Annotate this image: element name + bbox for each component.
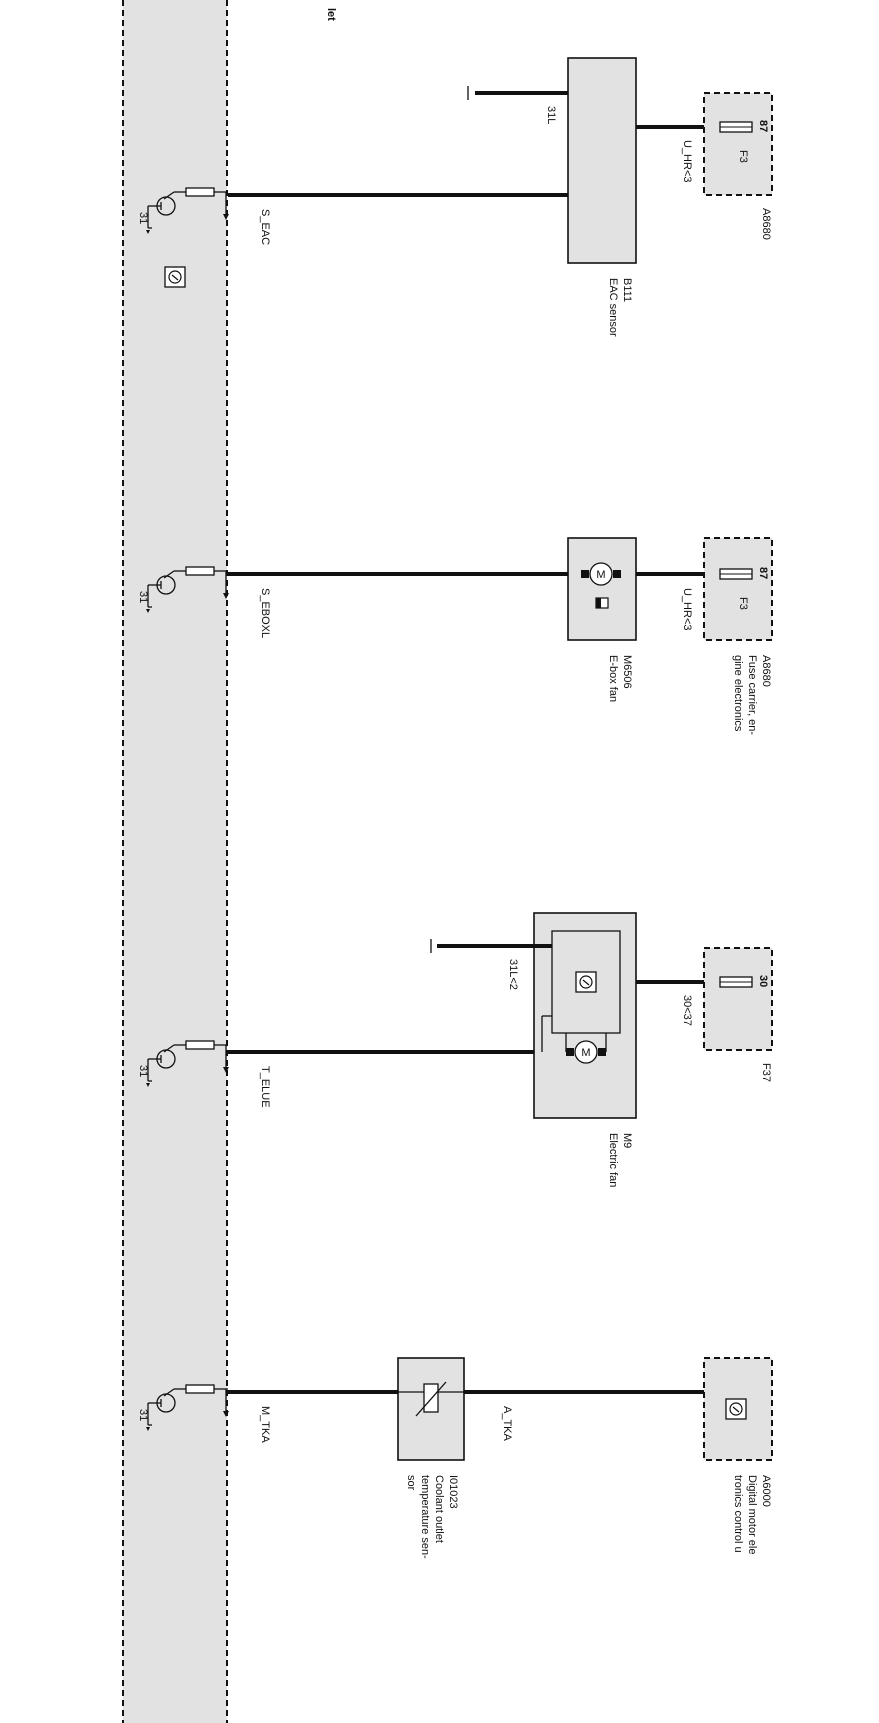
component-name-1: Coolant outlet — [433, 1475, 445, 1543]
fuse-carrier-box — [703, 92, 773, 196]
component-name-2: temperature sen- — [419, 1475, 431, 1559]
control-module-icon — [725, 1398, 747, 1420]
circuit-m-tka: 31 M_TKA I01023 Coolant outlet temperatu… — [137, 1357, 773, 1559]
thermistor-icon — [398, 1381, 464, 1417]
fuse-icon — [719, 976, 753, 988]
fan-glyph-fill — [596, 598, 601, 608]
fuse-pin: 87 — [757, 120, 769, 132]
component-id: M6506 — [621, 655, 633, 689]
signal-label: M_TKA — [259, 1406, 271, 1443]
component-name-3: sor — [405, 1475, 417, 1491]
supply-wire-label: U_HR<3 — [681, 140, 693, 183]
fuse-icon — [719, 568, 753, 580]
header-partial-text: let — [325, 8, 337, 21]
component-box-b111 — [567, 57, 637, 264]
fuse-pin: 30 — [757, 975, 769, 987]
control-unit-id: A6000 — [760, 1475, 772, 1507]
control-unit-name-2: tronics control u — [732, 1475, 744, 1553]
output-wire-label: A_TKA — [501, 1406, 513, 1442]
component-name: Electric fan — [607, 1133, 619, 1187]
signal-label: S_EBOXL — [259, 588, 271, 638]
fuse-id: F3 — [737, 597, 749, 610]
component-name: EAC sensor — [607, 278, 619, 337]
control-module-icon — [164, 266, 186, 288]
component-id: B111 — [621, 278, 633, 302]
control-unit-panel — [123, 0, 227, 1723]
fuse-carrier-box — [703, 947, 773, 1051]
supply-wire-label: U_HR<3 — [681, 588, 693, 631]
fuse-carrier-box — [703, 537, 773, 641]
ground-pin-label: 31 — [137, 591, 149, 603]
circuit-s-eac: 31 S_EAC B111 EAC sensor 31L U_HR<3 87 F… — [137, 57, 773, 337]
fuse-id: F37 — [760, 1063, 772, 1082]
component-box-m6506 — [567, 537, 637, 641]
component-name: E-box fan — [607, 655, 619, 702]
fuse-id: F3 — [737, 150, 749, 163]
component-id: M9 — [621, 1133, 633, 1148]
fuse-icon — [719, 121, 753, 133]
fuse-carrier-id: A8680 — [760, 208, 772, 240]
component-id: I01023 — [447, 1475, 459, 1509]
circuit-s-eboxl: 31 S_EBOXL M6506 E-box fan U_HR<3 87 F3 … — [137, 537, 773, 735]
fuse-pin: 87 — [757, 567, 769, 579]
signal-label: S_EAC — [259, 209, 271, 245]
ground-wire-label: 31L — [545, 106, 557, 124]
signal-label: T_ELUE — [259, 1066, 271, 1108]
control-module-icon — [575, 971, 597, 993]
fuse-carrier-name-2: gine electronics — [732, 655, 744, 732]
ground-pin-label: 31 — [137, 212, 149, 224]
supply-wire-label: 30<37 — [681, 995, 693, 1026]
ground-wire-label: 31L<2 — [507, 959, 519, 990]
fuse-carrier-id: A8680 — [760, 655, 772, 687]
circuit-t-elue: 31 T_ELUE M9 Electric fan 31L<2 30<37 30… — [137, 912, 773, 1187]
ground-pin-label: 31 — [137, 1065, 149, 1077]
ground-pin-label: 31 — [137, 1409, 149, 1421]
control-unit-name-1: Digital motor ele — [746, 1475, 758, 1554]
fuse-carrier-name-1: Fuse carrier, en- — [746, 655, 758, 735]
